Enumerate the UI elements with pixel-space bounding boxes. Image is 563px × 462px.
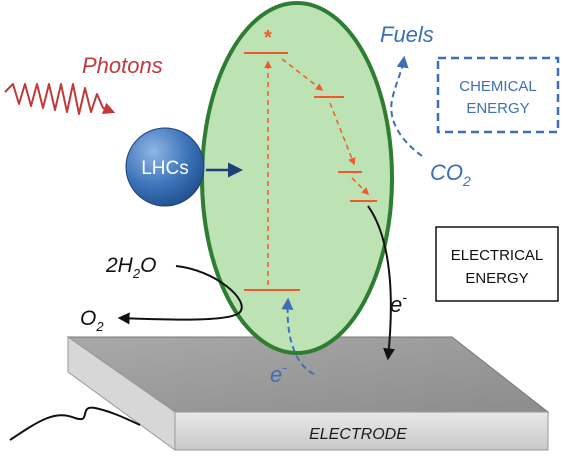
chemical-energy-line1: CHEMICAL <box>459 78 537 95</box>
electron-out-label: e- <box>390 289 407 317</box>
lhc-label: LHCs <box>141 158 189 179</box>
co2-to-fuels-arrow <box>390 55 423 157</box>
electrical-energy-line1: ELECTRICAL <box>451 247 544 264</box>
chemical-energy-box <box>436 56 560 134</box>
electron-to-electrode-arrow <box>367 205 395 361</box>
water-label: 2H2O <box>105 254 156 281</box>
photons-label: Photons <box>82 53 163 78</box>
photon-wave <box>4 83 116 115</box>
photosystem-ellipse <box>200 1 394 355</box>
water-to-oxygen-arrow <box>117 265 243 325</box>
fuels-label: Fuels <box>380 22 434 47</box>
oxygen-label: O2 <box>80 307 104 334</box>
energy-levels <box>244 52 377 291</box>
electrical-energy-line2: ENERGY <box>465 270 528 287</box>
electron-transitions <box>264 58 370 285</box>
lhc-sphere <box>125 127 205 207</box>
co2-label: CO2 <box>430 160 471 189</box>
chemical-energy-line2: ENERGY <box>466 100 529 117</box>
electrode-slab <box>66 336 550 451</box>
electrode-wire <box>9 406 141 441</box>
transfer-arrow-2 <box>329 102 356 166</box>
electrical-energy-box <box>435 226 559 302</box>
transfer-arrow-3 <box>351 177 370 196</box>
electron-in-label: e- <box>270 359 287 387</box>
excited-state-marker: * <box>264 27 272 49</box>
electrode-label: ELECTRODE <box>309 426 407 443</box>
electron-from-electrode-arrow <box>281 297 315 375</box>
